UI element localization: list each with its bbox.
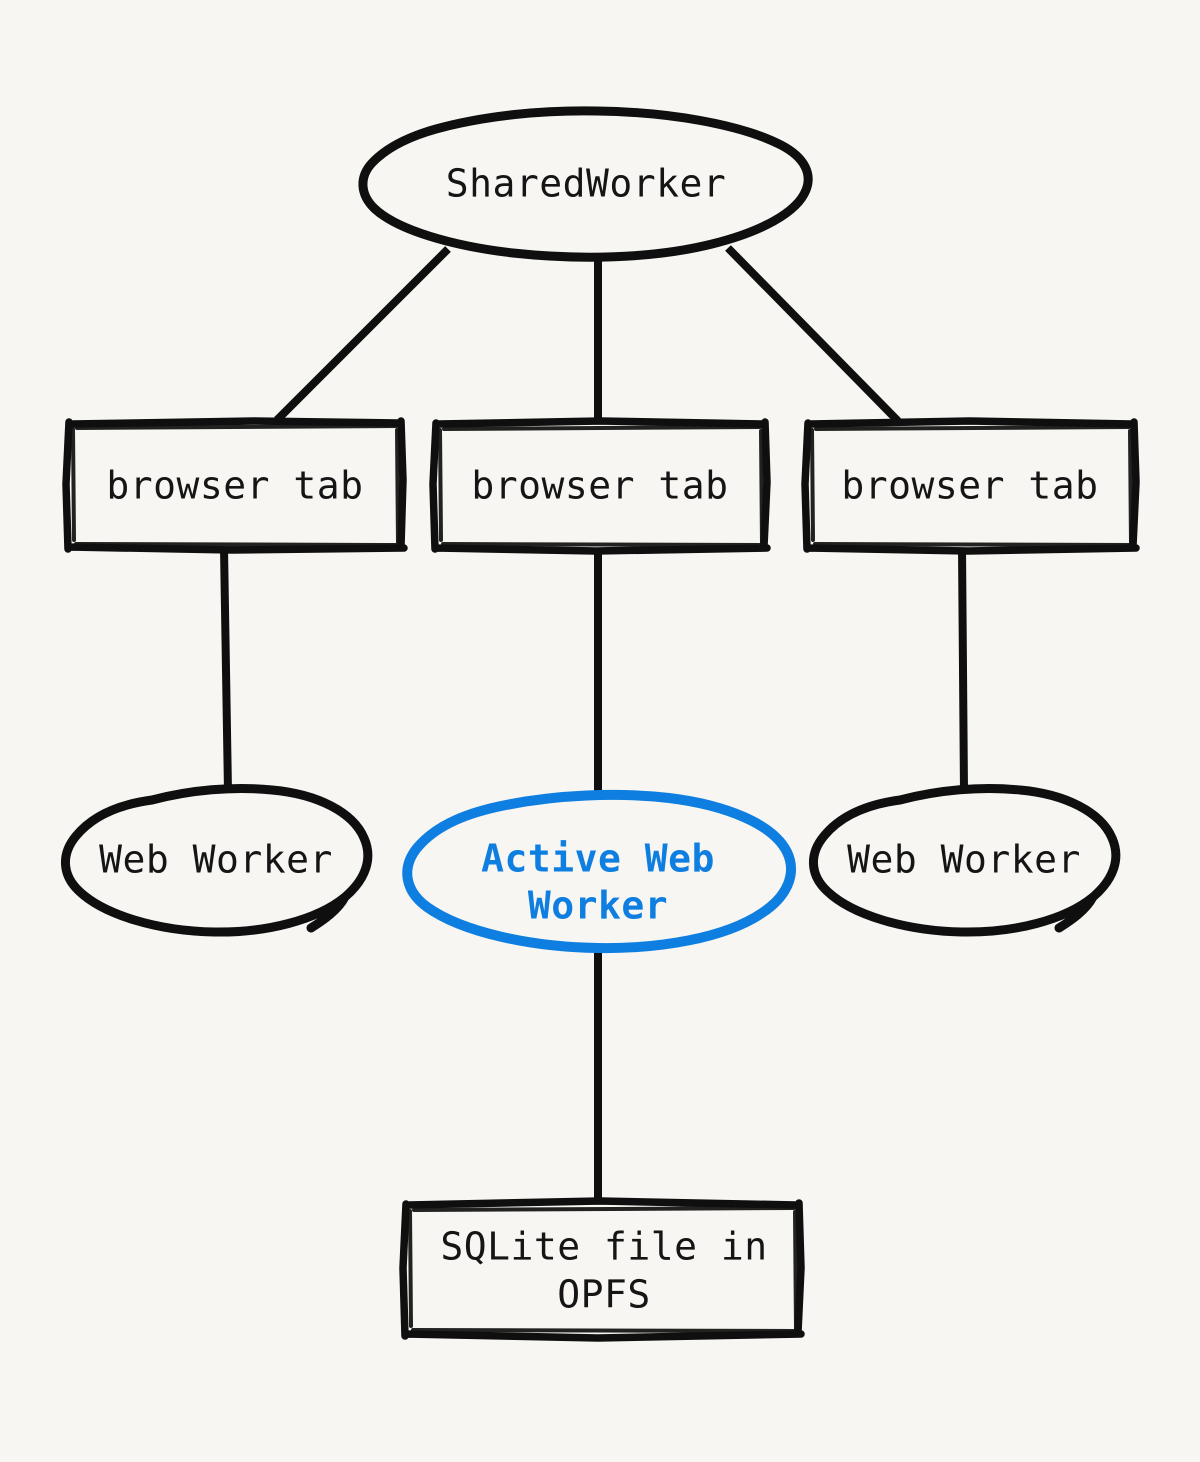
node-browser-tab-left[interactable]: browser tab [62,417,408,554]
web-worker-active-fill [410,796,790,948]
browser-tab-right-outline-sketch [810,425,1133,547]
browser-tab-middle-label: browser tab [471,464,728,508]
browser-tab-left-outline-sketch [71,424,400,547]
shared-worker-label: SharedWorker [446,162,727,206]
node-shared-worker[interactable]: SharedWorker [358,106,813,262]
edge-tab-right-to-worker [958,547,968,793]
sqlite-file-fill [405,1201,801,1336]
web-worker-active-label-line1: Active Web [481,837,715,881]
shared-worker-fill [368,113,806,256]
web-worker-right-outline [808,783,1121,937]
node-browser-tab-middle[interactable]: browser tab [429,417,771,555]
sqlite-file-outline-sketch [408,1206,798,1333]
edge-layer [220,245,968,1206]
web-worker-active-outline [402,789,796,954]
edge-shared-to-tab-right [725,245,901,424]
web-worker-left-outline [60,783,373,937]
browser-tab-left-outline [62,417,408,554]
sqlite-file-label-line1: SQLite file in [440,1225,767,1269]
browser-tab-middle-outline-sketch [438,425,764,547]
node-web-worker-right[interactable]: Web Worker [808,783,1121,937]
edge-shared-to-tab-left [274,246,451,423]
browser-tab-right-outline [801,417,1140,555]
web-worker-left-label: Web Worker [99,838,333,882]
browser-tab-middle-outline [429,417,771,555]
browser-tab-middle-fill [435,421,767,549]
edge-tab-left-to-worker [220,547,232,793]
sqlite-file-outline [399,1197,805,1342]
node-web-worker-left[interactable]: Web Worker [60,783,373,937]
web-worker-right-label: Web Worker [847,838,1081,882]
browser-tab-right-label: browser tab [841,464,1098,508]
sqlite-file-label-line2: OPFS [557,1273,651,1317]
web-worker-right-fill [816,789,1114,933]
browser-tab-right-fill [807,421,1136,549]
browser-tab-left-fill [68,421,404,549]
node-web-worker-active[interactable]: Active Web Worker [402,789,796,954]
node-sqlite-file[interactable]: SQLite file in OPFS [399,1197,805,1342]
shared-worker-outline [358,106,813,262]
browser-tab-left-label: browser tab [106,464,363,508]
web-worker-left-fill [68,789,366,933]
web-worker-active-label-line2: Worker [528,884,668,928]
node-browser-tab-right[interactable]: browser tab [801,417,1140,555]
